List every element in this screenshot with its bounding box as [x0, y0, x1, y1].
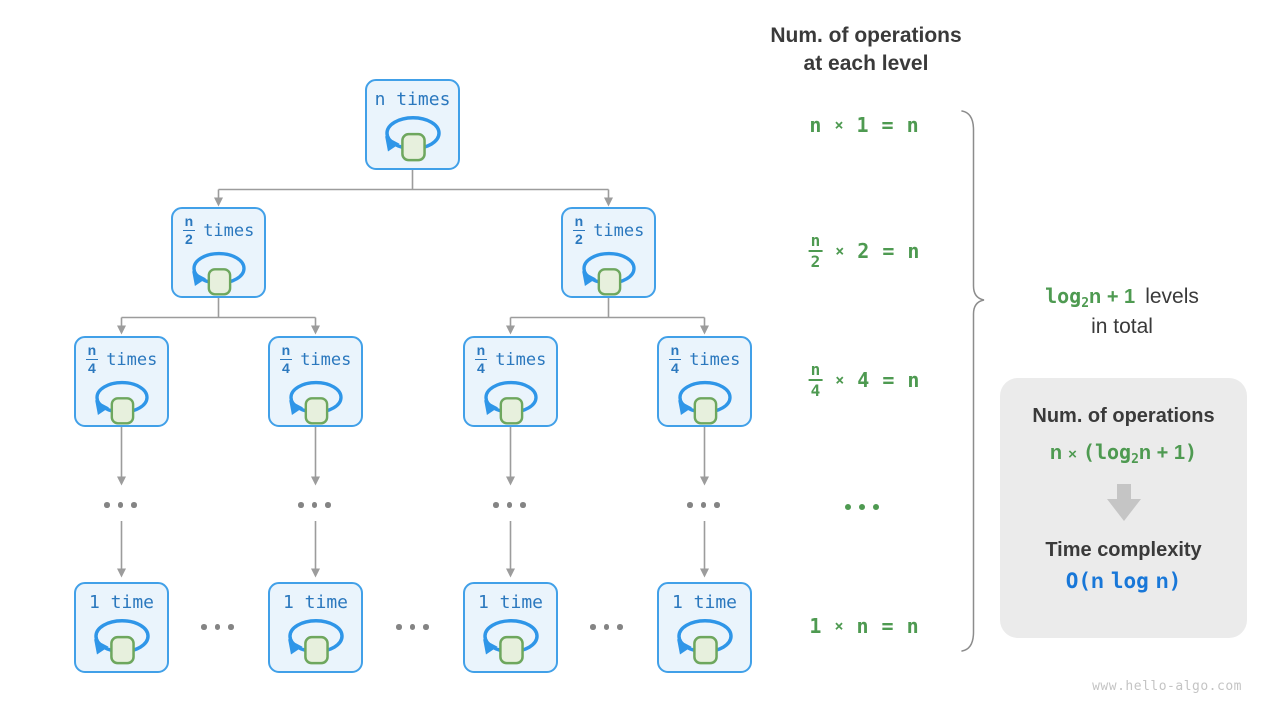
node-label: 1 time [88, 592, 155, 613]
ellipsis-icon [201, 624, 234, 630]
loop-icon [92, 380, 149, 425]
node-label: 1 time [671, 592, 738, 613]
ellipsis-icon [687, 502, 720, 508]
column-header: Num. of operations at each level [736, 22, 996, 78]
node-label: 1 time [477, 592, 544, 613]
tree-node-1time-2: 1 time [268, 582, 363, 673]
loop-icon [579, 251, 636, 296]
loop-icon [189, 251, 246, 296]
ellipsis-icon [845, 504, 879, 510]
down-arrow-icon [1106, 484, 1141, 521]
complexity-title: Time complexity [1045, 539, 1202, 561]
loop-icon [286, 380, 343, 425]
loop-icon [674, 619, 733, 665]
tree-node-root: n times [365, 79, 460, 170]
ellipsis-icon [396, 624, 429, 630]
ellipsis-icon [493, 502, 526, 508]
operations-title: Num. of operations [1032, 405, 1215, 427]
column-header-line1: Num. of operations [770, 24, 962, 47]
loop-icon [91, 619, 150, 665]
loop-icon [481, 380, 538, 425]
ellipsis-icon [590, 624, 623, 630]
ellipsis-icon [298, 502, 331, 508]
equation-level-last: 1×n=n [809, 614, 919, 638]
loop-icon [285, 619, 344, 665]
column-header-line2: at each level [803, 52, 929, 75]
tree-node-1time-4: 1 time [657, 582, 752, 673]
tree-node-1time-3: 1 time [463, 582, 558, 673]
tree-node-1time-1: 1 time [74, 582, 169, 673]
loop-icon [675, 380, 732, 425]
brace-icon [961, 110, 985, 652]
node-label: 1 time [282, 592, 349, 613]
levels-note-line2: in total [1091, 315, 1153, 338]
ellipsis-icon [104, 502, 137, 508]
watermark: www.hello-algo.com [1092, 679, 1242, 694]
loop-icon [382, 116, 441, 162]
node-label: n times [374, 89, 451, 110]
loop-icon [480, 619, 539, 665]
equation-level-0: n×1=n [809, 113, 919, 137]
